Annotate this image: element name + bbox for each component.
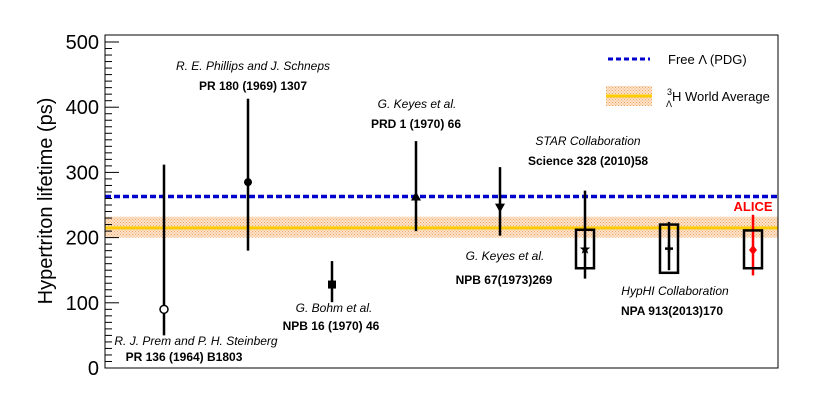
systematic-box [574, 228, 596, 270]
y-tick-label: 0 [88, 358, 99, 380]
legend-world-average-main: H World Average [672, 89, 770, 104]
data-point-5 [574, 190, 596, 279]
y-tick-label: 500 [66, 32, 99, 54]
data-point-4 [495, 167, 505, 236]
ref-label-italic-6: HypHI Collaboration [621, 284, 729, 298]
ref-label-bold-1: PR 180 (1969) 1307 [199, 79, 307, 93]
ref-label-bold-0: PR 136 (1964) B1803 [126, 350, 243, 364]
data-point-0 [159, 164, 169, 336]
data-point-3 [411, 141, 421, 232]
ref-label-bold-5: Science 328 (2010)58 [528, 154, 648, 168]
triangle-down-marker [495, 203, 505, 213]
ref-label-bold-4: NPB 67(1973)269 [456, 273, 553, 287]
y-tick-label: 400 [66, 97, 99, 119]
ref-label-bold-2: NPB 16 (1970) 46 [283, 319, 380, 333]
star-marker [579, 243, 591, 254]
data-point-1 [244, 98, 252, 251]
ref-label-italic-1: R. E. Phillips and J. Schneps [176, 59, 330, 73]
ref-label-italic-5: STAR Collaboration [535, 134, 640, 148]
square-marker [328, 280, 336, 289]
ref-label-italic-0: R. J. Prem and P. H. Steinberg [114, 334, 278, 348]
ref-label-italic-4: G. Keyes et al. [466, 249, 545, 263]
legend-world-average-sup: 3 [667, 87, 672, 97]
data-point-2 [328, 261, 336, 303]
open-circle-marker [159, 304, 169, 315]
systematic-box [658, 223, 680, 275]
y-tick-label: 300 [66, 162, 99, 184]
data-point-6 [658, 221, 680, 275]
legend-free-lambda-label: Free Λ (PDG) [668, 52, 747, 67]
ref-label-bold-3: PRD 1 (1970) 66 [371, 117, 461, 131]
alice-label: ALICE [734, 199, 773, 214]
ref-label-bold-6: NPA 913(2013)170 [621, 304, 723, 318]
data-point-7 [742, 214, 764, 276]
triangle-up-marker [411, 191, 421, 201]
legend-world-average-sub: Λ [666, 99, 672, 109]
y-tick-label: 100 [66, 293, 99, 315]
circle-marker [244, 178, 252, 187]
cross-marker [665, 244, 673, 253]
systematic-box [742, 229, 764, 270]
plot-frame [104, 34, 779, 369]
y-tick-label: 200 [66, 228, 99, 250]
ref-label-italic-2: G. Bohm et al. [296, 301, 373, 315]
y-axis-label: Hypertriton lifetime (ps) [35, 98, 57, 305]
diamond-marker [749, 244, 757, 255]
ref-label-italic-3: G. Keyes et al. [378, 97, 457, 111]
